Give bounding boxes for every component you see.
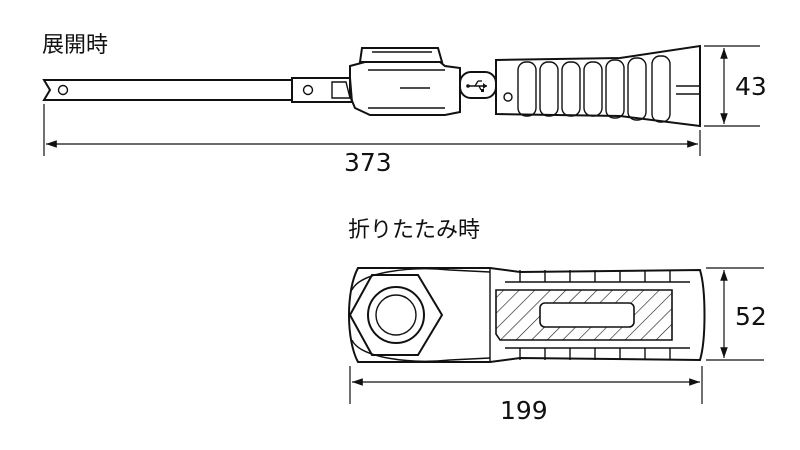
extended-length-value: 373 xyxy=(344,148,392,177)
folded-length-value: 199 xyxy=(500,396,548,425)
usb-icon xyxy=(466,80,487,92)
extended-light-drawing xyxy=(42,44,701,128)
extended-state-label: 展開時 xyxy=(42,33,109,58)
folded-height-dimension xyxy=(706,267,764,361)
extended-length-dimension xyxy=(43,104,701,156)
folded-light-drawing xyxy=(348,267,706,363)
extended-height-value: 43 xyxy=(735,72,767,101)
folded-length-dimension xyxy=(349,366,703,404)
extended-height-dimension xyxy=(704,45,760,127)
folded-state-label: 折りたたみ時 xyxy=(348,218,481,243)
folded-height-value: 52 xyxy=(735,302,767,331)
